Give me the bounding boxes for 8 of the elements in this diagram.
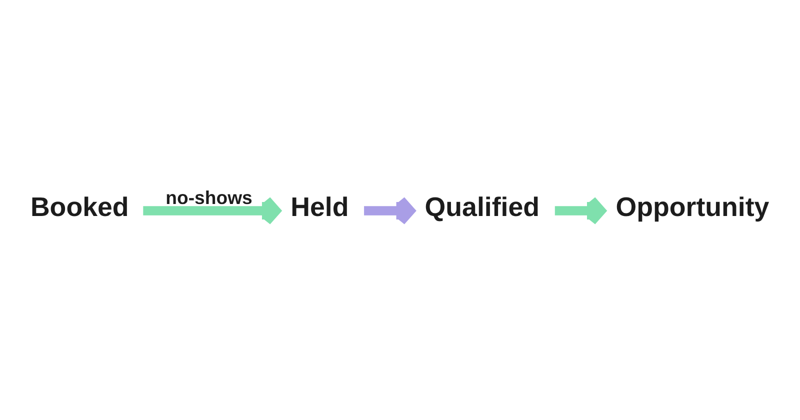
arrow xyxy=(554,196,606,226)
edge-label: no-shows xyxy=(166,186,252,208)
node-text: Opportunity xyxy=(616,192,770,222)
node-text: Qualified xyxy=(424,192,540,222)
node-text: Booked xyxy=(30,192,129,222)
arrow xyxy=(364,196,415,226)
node-text: Held xyxy=(290,192,349,222)
arrow xyxy=(143,196,281,226)
